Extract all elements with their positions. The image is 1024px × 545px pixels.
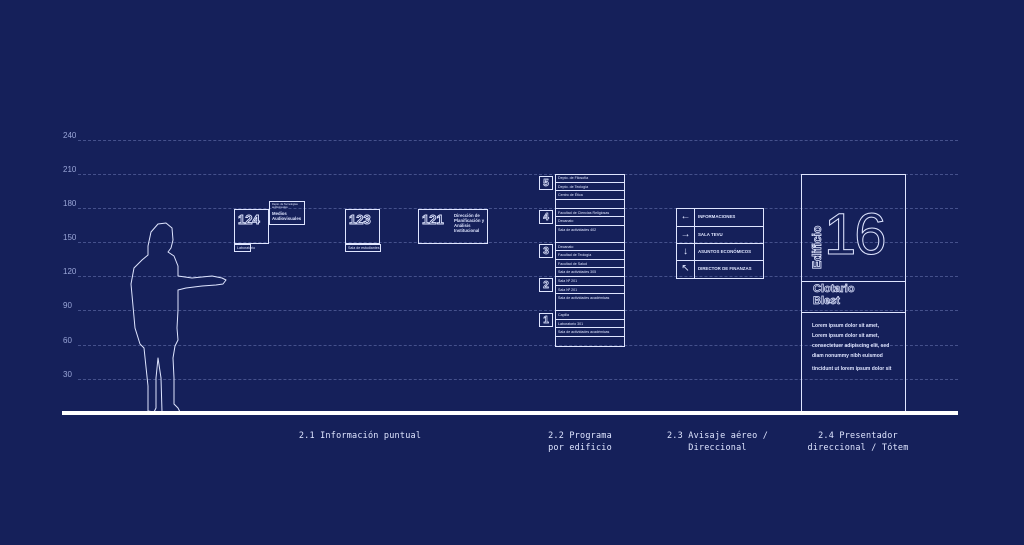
program-directory: 5 Depto. de Filosofía Depto. de Teología…	[539, 174, 625, 347]
caption-line: direccional / Tótem	[807, 443, 909, 453]
floor-number: 3	[539, 244, 553, 258]
floor-number: 5	[539, 176, 553, 190]
grid-line-210	[78, 174, 958, 175]
totem-vertical-label: Edificio	[810, 225, 825, 269]
info-sign-124-tag: Laboratorio	[234, 244, 255, 252]
totem-divider	[802, 312, 905, 313]
totem-name: Clotario	[813, 283, 855, 296]
room-number: 124	[238, 212, 261, 228]
floor-number: 2	[539, 278, 553, 292]
scale-label: 180	[63, 199, 77, 208]
caption-info: 2.1 Información puntual	[298, 431, 422, 441]
left-arrow-icon: ←	[677, 209, 695, 226]
caption-line: 2.2 Programa	[548, 431, 612, 441]
grid-line-240	[78, 140, 958, 141]
caption-line: por edificio	[548, 443, 612, 453]
totem-body: Lorem ipsum dolor sit amet, Lorem ipsum …	[812, 321, 906, 374]
directional-label: ASUNTOS ECONÓMICOS	[698, 249, 752, 254]
directional-row: → SALA TEVU	[677, 226, 763, 244]
up-left-arrow-icon: ↖	[677, 261, 695, 278]
person-silhouette	[130, 222, 227, 413]
room-number: 123	[349, 212, 372, 228]
totem-body-line: diam nonummy nibh euismod	[812, 353, 883, 359]
directory-entry: Depto. de Teología	[558, 184, 589, 189]
info-sign-124-label: Depto. de Tecnologías audiovisuales Medi…	[269, 201, 305, 225]
directory-entry: Sala de actividades académicas	[558, 295, 610, 300]
scale-label: 90	[63, 301, 72, 310]
caption-aereo: 2.3 Avisaje aéreo / Direccional	[655, 430, 780, 454]
directory-entry: Sala Nº 201	[558, 278, 578, 283]
scale-label: 150	[63, 233, 77, 242]
directional-sign: ← INFORMACIONES → SALA TEVU ↓ ASUNTOS EC…	[676, 208, 764, 279]
directory-entry: Centro de Ética	[558, 192, 583, 197]
directional-row: ↖ DIRECTOR DE FINANZAS	[677, 260, 763, 278]
caption-line: 2.3 Avisaje aéreo /	[666, 431, 769, 441]
room-title: Dirección de Planificación y Análisis In…	[454, 213, 485, 233]
directory-entry: Depto. de Filosofía	[558, 175, 589, 180]
directory-entry: Capilla	[558, 312, 569, 317]
caption-line: Direccional	[688, 443, 747, 453]
grid-line-180	[78, 208, 958, 209]
grid-line-120	[78, 276, 958, 277]
directory-panel	[555, 174, 625, 347]
directional-row: ← INFORMACIONES	[677, 209, 763, 226]
info-sign-124: 124	[234, 209, 269, 244]
directory-entry: Facultad de Ciencias Religiosas	[558, 210, 610, 215]
floor-number: 4	[539, 210, 553, 224]
directory-entry: Sala de actividades académicas	[558, 329, 610, 334]
directory-entry: Decanato	[558, 244, 574, 249]
info-sign-123: 123	[345, 209, 380, 244]
room-tag: Sala de estudiantes	[348, 246, 380, 250]
directory-entry: Laboratorio 301	[558, 321, 584, 326]
directional-label: SALA TEVU	[698, 232, 723, 237]
directional-label: DIRECTOR DE FINANZAS	[698, 266, 752, 271]
scale-label: 240	[63, 131, 77, 140]
ground-line	[62, 411, 958, 415]
scale-label: 120	[63, 267, 77, 276]
down-arrow-icon: ↓	[677, 244, 695, 261]
directory-entry: Sala Nº 201	[558, 287, 578, 292]
directory-entry: Sala de actividades 305	[558, 269, 597, 274]
totem-name: Blest	[813, 295, 841, 308]
totem-building-number: 16	[824, 202, 887, 267]
info-sign-121: 121 Dirección de Planificación y Análisi…	[418, 209, 488, 244]
directory-entry: Sala de actividades 402	[558, 227, 597, 232]
totem-body-line: Lorem ipsum dolor sit amet,	[812, 333, 879, 339]
scale-label: 30	[63, 370, 72, 379]
caption-totem: 2.4 Presentador direccional / Tótem	[793, 430, 923, 454]
directory-entry: Facultad de Teología	[558, 252, 592, 257]
totem-body-line: tincidunt ut lorem ipsum dolor sit	[812, 366, 892, 372]
totem-body-line: consectetuer adipiscing elit, sed	[812, 343, 890, 349]
directional-row: ↓ ASUNTOS ECONÓMICOS	[677, 243, 763, 261]
totem-divider	[802, 281, 905, 282]
scale-label: 60	[63, 336, 72, 345]
subtitle: Medios Audiovisuales	[272, 211, 302, 221]
totem-body-line: Lorem ipsum dolor sit amet,	[812, 323, 879, 329]
grid-line-90	[78, 310, 958, 311]
directory-entry: Facultad de Salud	[558, 261, 587, 266]
grid-line-30	[78, 379, 958, 380]
room-tag: Laboratorio	[237, 246, 256, 250]
room-number: 121	[422, 212, 445, 228]
totem-sign: Edificio 16 Clotario Blest Lorem ipsum d…	[801, 174, 906, 412]
subtitle-note: Depto. de Tecnologías audiovisuales	[272, 203, 298, 209]
floor-number: 1	[539, 313, 553, 327]
caption-line: 2.4 Presentador	[818, 431, 898, 441]
caption-program: 2.2 Programa por edificio	[520, 430, 640, 454]
directory-entry: Decanato	[558, 218, 574, 223]
directional-label: INFORMACIONES	[698, 214, 736, 219]
right-arrow-icon: →	[677, 227, 695, 244]
grid-line-60	[78, 345, 958, 346]
scale-label: 210	[63, 165, 77, 174]
grid-line-150	[78, 242, 958, 243]
info-sign-123-tag: Sala de estudiantes	[345, 244, 381, 252]
